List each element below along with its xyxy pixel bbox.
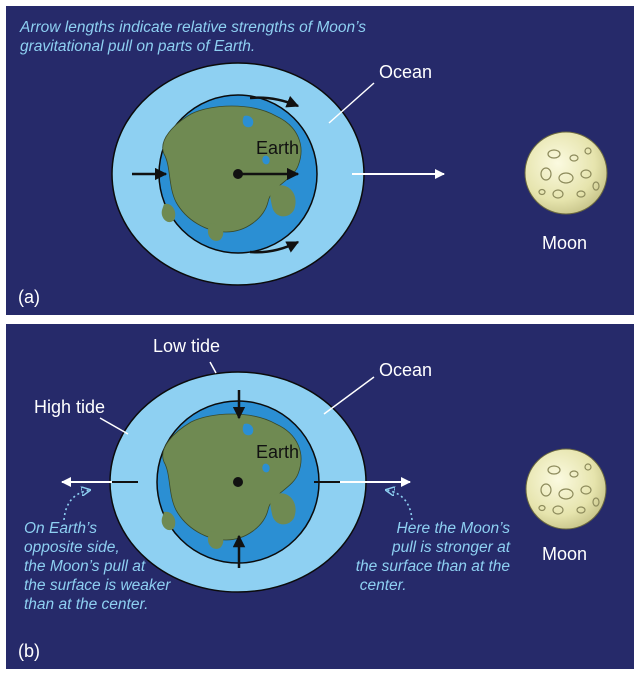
ocean-label: Ocean bbox=[379, 360, 433, 380]
moon-icon bbox=[525, 448, 607, 530]
panel-label-a: (a) bbox=[18, 287, 40, 307]
panel-a-illustration bbox=[111, 62, 608, 286]
moon-label: Moon bbox=[542, 544, 588, 564]
right-note-line: center. bbox=[359, 577, 407, 594]
ocean-label: Ocean bbox=[379, 62, 433, 82]
right-note: Here the Moon’s pull is stronger at the … bbox=[356, 519, 510, 595]
caption-line-1: Arrow lengths indicate relative strength… bbox=[20, 19, 367, 36]
left-note-line: On Earth’s bbox=[24, 520, 97, 537]
left-note-line: opposite side, bbox=[24, 539, 120, 556]
panel-a-caption: Arrow lengths indicate relative strength… bbox=[20, 18, 366, 56]
panel-label-b: (b) bbox=[18, 641, 40, 661]
earth-label: Earth bbox=[256, 442, 300, 462]
low-tide-label: Low tide bbox=[153, 336, 221, 356]
left-note-line: than at the center. bbox=[24, 596, 149, 613]
earth-label: Earth bbox=[256, 138, 300, 158]
left-note-line: the surface is weaker bbox=[24, 577, 171, 594]
right-note-line: Here the Moon’s bbox=[396, 520, 510, 537]
right-note-line: pull is stronger at bbox=[391, 539, 510, 556]
high-tide-label: High tide bbox=[34, 397, 106, 417]
left-note-line: the Moon’s pull at bbox=[24, 558, 146, 575]
moon-label: Moon bbox=[542, 233, 588, 253]
left-note: On Earth’s opposite side, the Moon’s pul… bbox=[24, 519, 170, 614]
moon-icon bbox=[524, 131, 608, 215]
panel-a: Arrow lengths indicate relative strength… bbox=[6, 6, 634, 315]
right-note-line: the surface than at the bbox=[355, 558, 510, 575]
panel-b: Low tide Ocean High tide Earth Moon On E… bbox=[6, 324, 634, 669]
panel-b-illustration bbox=[61, 361, 607, 593]
caption-line-2: gravitational pull on parts of Earth. bbox=[20, 38, 256, 55]
